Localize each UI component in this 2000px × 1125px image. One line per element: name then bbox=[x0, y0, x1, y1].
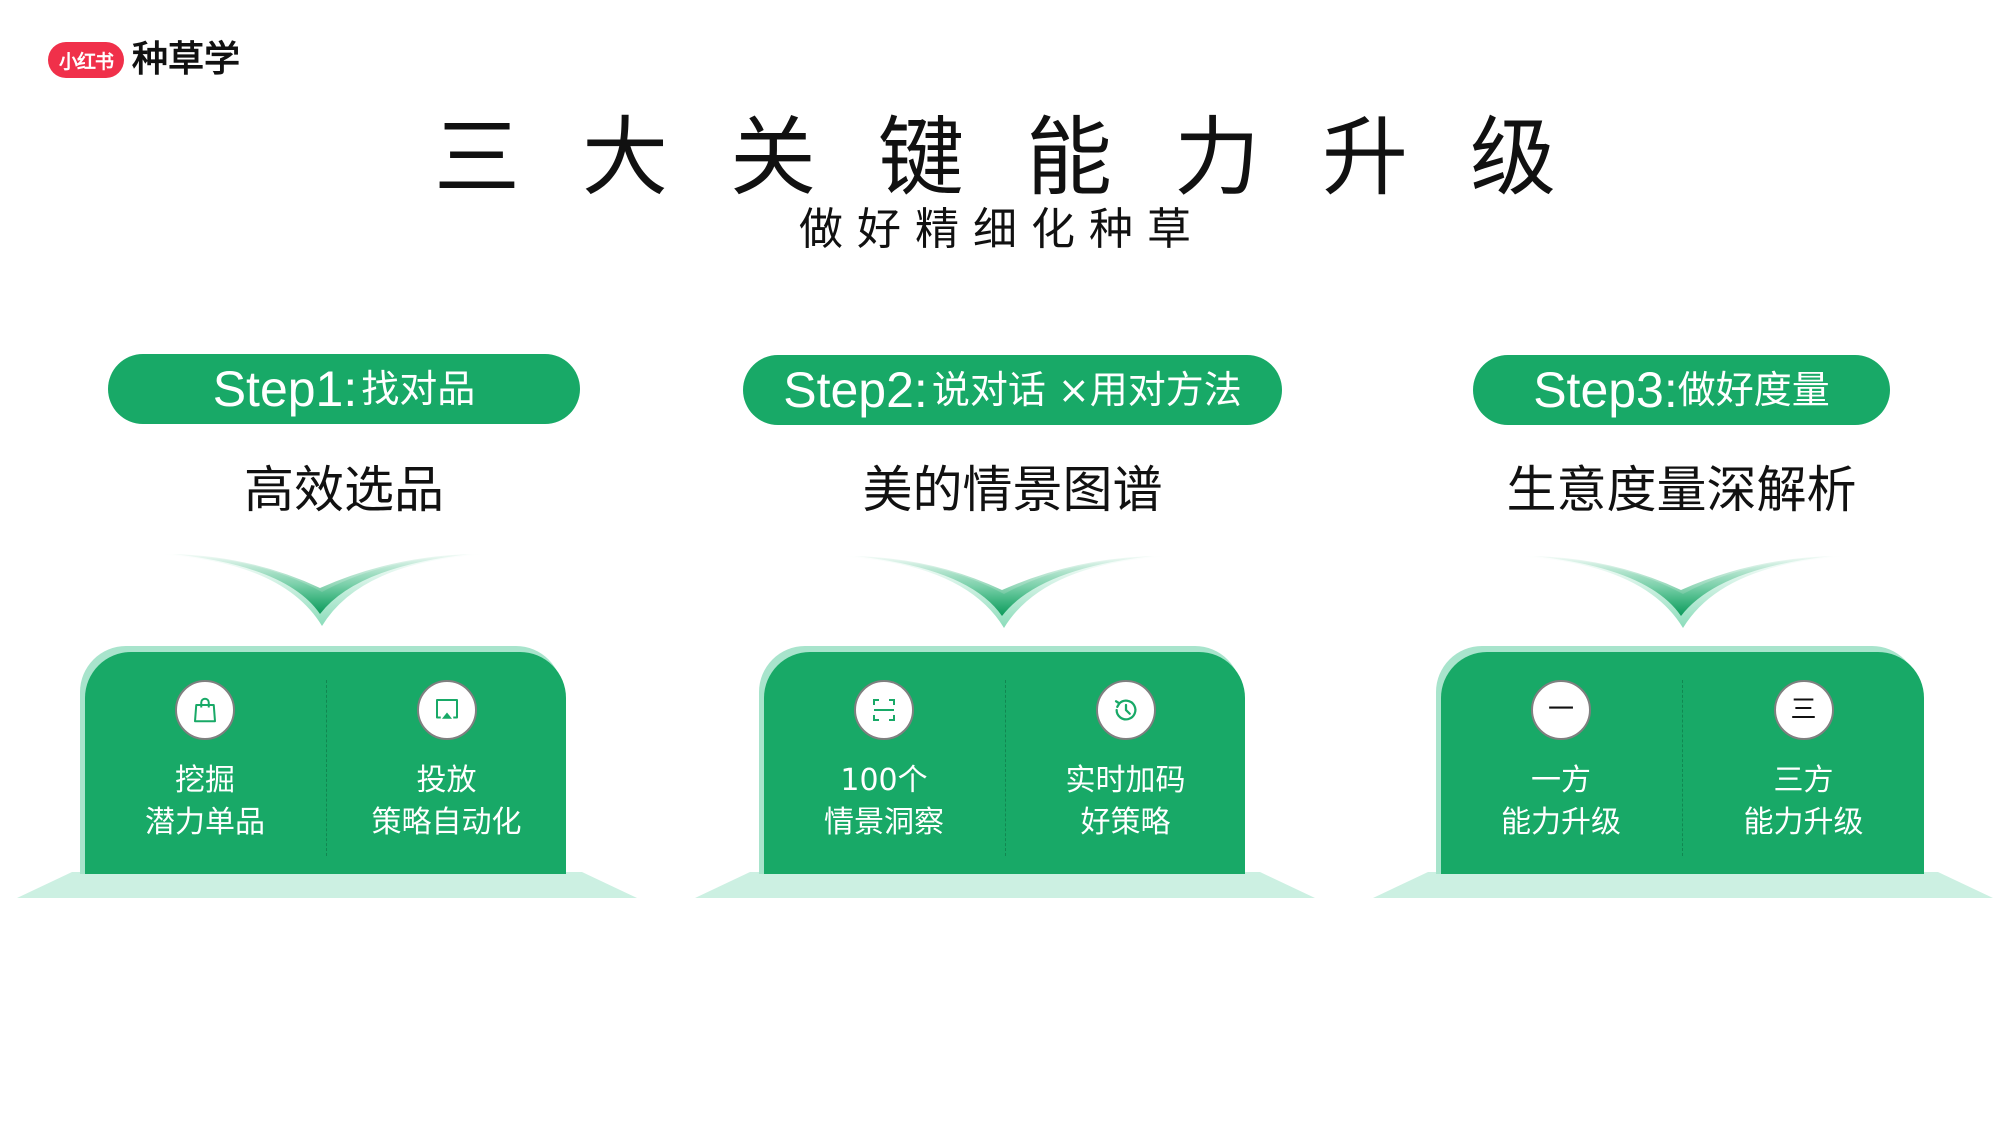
step2-heading: 美的情景图谱 bbox=[862, 461, 1163, 519]
card-item[interactable]: 100个 情景洞察 bbox=[764, 652, 1004, 874]
step3-text: 做好度量 bbox=[1677, 368, 1830, 412]
shopping-bag-icon bbox=[175, 680, 235, 740]
step3-heading: 生意度量深解析 bbox=[1506, 461, 1857, 519]
icon-char: 三 bbox=[1790, 695, 1817, 725]
item-text: 100个 情景洞察 bbox=[824, 760, 944, 844]
dashed-divider bbox=[1005, 680, 1006, 856]
icon-char: 一 bbox=[1547, 695, 1574, 725]
item-text: 三方 能力升级 bbox=[1744, 760, 1864, 844]
item-line1: 挖掘 bbox=[175, 763, 235, 798]
card-item[interactable]: 一 一方 能力升级 bbox=[1441, 652, 1681, 874]
step2-label: Step2: bbox=[783, 362, 928, 418]
item-text: 挖掘 潜力单品 bbox=[145, 760, 265, 844]
logo-text: 种草学 bbox=[132, 39, 241, 80]
scan-icon bbox=[854, 680, 914, 740]
card1-base bbox=[17, 872, 637, 898]
item-text: 一方 能力升级 bbox=[1501, 760, 1621, 844]
step3-card: 一 一方 能力升级 三 三方 能力升级 bbox=[1441, 652, 1924, 874]
screencast-icon bbox=[416, 680, 477, 740]
numeral-three-icon: 三 bbox=[1773, 680, 1834, 740]
item-line2: 情景洞察 bbox=[824, 805, 944, 840]
card2-base bbox=[695, 872, 1315, 898]
dashed-divider bbox=[1682, 680, 1683, 856]
history-icon bbox=[1095, 680, 1156, 740]
item-line1: 三方 bbox=[1773, 763, 1834, 798]
item-line1: 投放 bbox=[416, 763, 477, 798]
item-line2: 能力升级 bbox=[1501, 805, 1621, 840]
item-line1: 一方 bbox=[1531, 763, 1591, 798]
item-line1: 100个 bbox=[840, 763, 928, 798]
step1-text: 找对品 bbox=[361, 367, 476, 411]
step1-heading: 高效选品 bbox=[244, 461, 444, 519]
step1-card: 挖掘 潜力单品 投放 策略自动化 bbox=[85, 652, 566, 874]
dashed-divider bbox=[326, 680, 327, 856]
page-title: 三大关键能力升级 bbox=[434, 108, 1618, 208]
step3-pill: Step3: 做好度量 bbox=[1473, 355, 1890, 425]
step3-label: Step3: bbox=[1533, 362, 1678, 418]
page-subtitle: 做好精细化种草 bbox=[799, 204, 1205, 255]
item-text: 实时加码 好策略 bbox=[1066, 760, 1186, 844]
step2-pill: Step2: 说对话 ×用对方法 bbox=[743, 355, 1282, 425]
numeral-one-icon: 一 bbox=[1531, 680, 1591, 740]
chevron-down-icon bbox=[152, 554, 492, 626]
item-line2: 好策略 bbox=[1080, 805, 1171, 840]
xiaohongshu-badge: 小红书 bbox=[48, 42, 124, 78]
item-line1: 实时加码 bbox=[1065, 763, 1186, 798]
card-item[interactable]: 实时加码 好策略 bbox=[1006, 652, 1245, 874]
card-item[interactable]: 投放 策略自动化 bbox=[327, 652, 566, 874]
item-line2: 潜力单品 bbox=[145, 805, 265, 840]
chevron-down-icon bbox=[1513, 556, 1853, 628]
step2-card: 100个 情景洞察 实时加码 好策略 bbox=[764, 652, 1245, 874]
item-line2: 能力升级 bbox=[1743, 805, 1864, 840]
card3-base bbox=[1373, 872, 1993, 898]
item-line2: 策略自动化 bbox=[371, 805, 522, 840]
chevron-down-icon bbox=[834, 556, 1174, 628]
item-text: 投放 策略自动化 bbox=[372, 760, 522, 844]
step2-text: 说对话 ×用对方法 bbox=[931, 368, 1242, 412]
card-item[interactable]: 三 三方 能力升级 bbox=[1683, 652, 1924, 874]
step1-label: Step1: bbox=[212, 361, 358, 417]
step1-pill: Step1: 找对品 bbox=[108, 354, 580, 424]
brand-logo: 小红书 种草学 bbox=[48, 40, 240, 80]
card-item[interactable]: 挖掘 潜力单品 bbox=[85, 652, 325, 874]
